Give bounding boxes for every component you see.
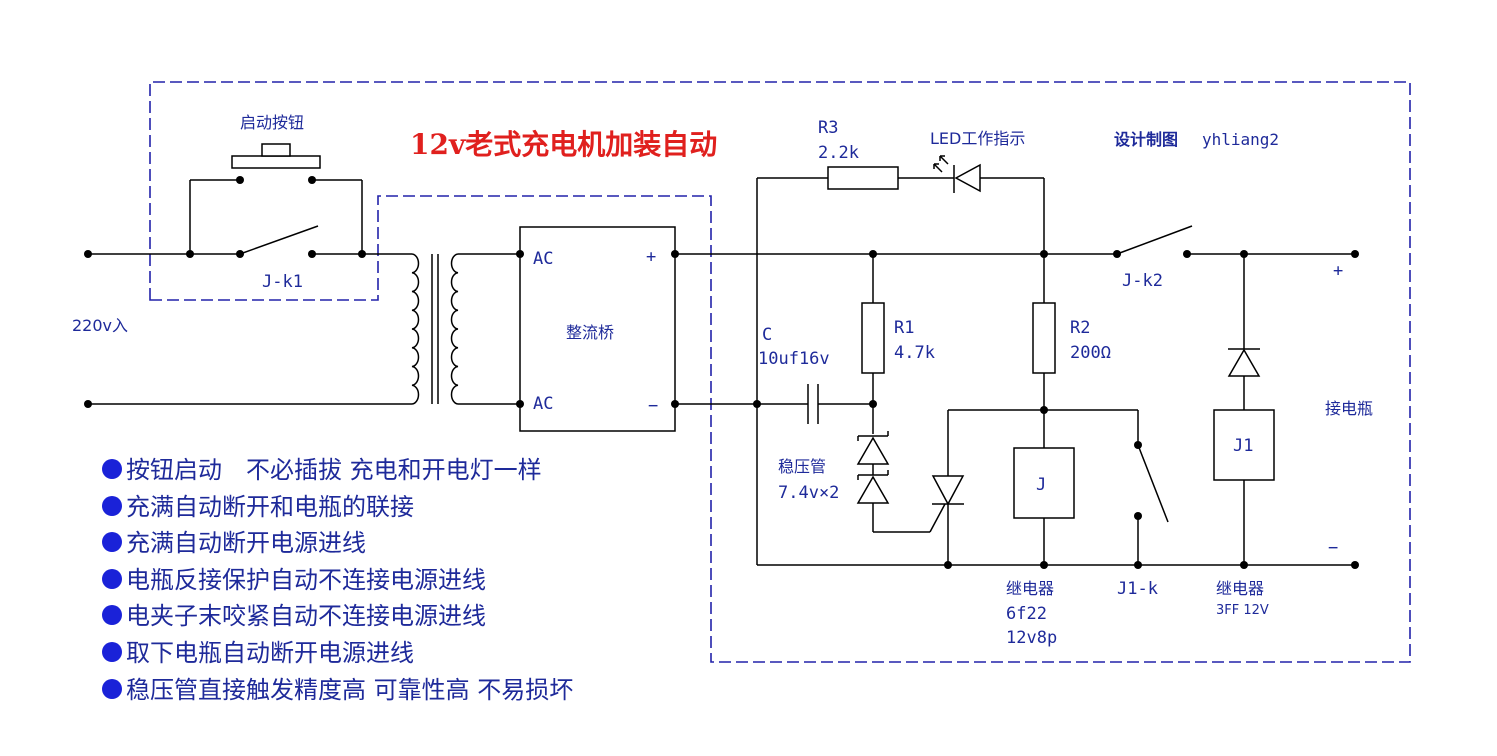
zener-value: 7.4v×2 [778,483,839,503]
input-nodes [84,176,366,408]
bridge-plus-label: + [646,247,656,267]
feature-item: 电瓶反接保护自动不连接电源进线 [102,566,486,594]
feature-item: 电夹子末咬紧自动不连接电源进线 [102,602,486,630]
input-wiring [88,179,412,405]
out-plus-label: + [1333,261,1343,281]
relay-j1-branch [1227,254,1261,565]
jk2-switch [1116,225,1193,255]
svg-text:充满自动断开和电瓶的联接: 充满自动断开和电瓶的联接 [126,493,414,521]
relay-j1-name: 继电器 [1216,579,1264,598]
transformer [411,253,520,405]
feature-item: 充满自动断开电源进线 [102,529,366,557]
relay-j-model: 6f22 [1006,604,1047,624]
relay-j1-label: J1 [1233,436,1253,456]
j1k-switch [1044,409,1169,565]
feature-item: 稳压管直接触发精度高 可靠性高 不易损坏 [102,676,573,704]
start-push-button [231,143,321,169]
svg-text:取下电瓶自动断开电源进线: 取下电瓶自动断开电源进线 [126,639,414,667]
jk2-label: J-k2 [1122,271,1163,291]
thyristor [931,409,1044,565]
c-name: C [762,325,772,345]
svg-text:电瓶反接保护自动不连接电源进线: 电瓶反接保护自动不连接电源进线 [126,566,486,594]
zener-diodes [856,431,946,533]
r1-name: R1 [894,318,914,338]
bridge-node [516,400,524,408]
start-button-label: 启动按钮 [240,113,304,132]
relay-j1-spec: 3FF 12V [1216,603,1269,618]
c-value: 10uf16v [758,349,830,369]
led-indicator [933,155,981,193]
main-rails [675,178,1355,566]
relay-j-spec: 12v8p [1006,628,1057,648]
led-label: LED工作指示 [930,129,1025,148]
relay-j-coil [1013,447,1075,519]
r3-led-branch [757,177,1045,303]
svg-text:稳压管直接触发精度高 可靠性高 不易损坏: 稳压管直接触发精度高 可靠性高 不易损坏 [126,676,573,704]
r2-name: R2 [1070,318,1090,338]
ac-bottom-label: AC [533,394,553,414]
bridge-minus-label: − [648,396,658,416]
zener-name: 稳压管 [778,457,826,476]
r1-value: 4.7k [894,343,935,363]
feature-item: 取下电瓶自动断开电源进线 [102,639,414,667]
relay-j1-coil [1213,409,1275,481]
ac-top-label: AC [533,249,553,269]
r3-value: 2.2k [818,143,859,163]
feature-item: 按钮启动 不必插拔 充电和开电灯一样 [102,456,542,484]
input-220v-label: 220v入 [72,316,128,335]
r3-resistor [827,166,899,190]
credit-author: yhliang2 [1202,130,1279,149]
battery-label: 接电瓶 [1325,399,1373,418]
bridge-label: 整流桥 [566,323,614,342]
r3-name: R3 [818,118,838,138]
input-section-border [149,81,1411,663]
bridge-node [516,250,524,258]
circuit-nodes [753,250,1359,569]
relay-j-name: 继电器 [1006,579,1054,598]
j1k-label: J1-k [1117,579,1158,599]
svg-text:按钮启动 不必插拔 充电和开电灯一样: 按钮启动 不必插拔 充电和开电灯一样 [126,456,542,484]
relay-j-label: J [1036,475,1046,495]
jk1-label: J-k1 [262,272,303,292]
bridge-rectifier [519,226,676,432]
feature-list: 按钮启动 不必插拔 充电和开电灯一样 充满自动断开和电瓶的联接 充满自动断开电源… [102,456,573,704]
diagram-title: 12v老式充电机加装自动 [410,128,717,161]
feature-item: 充满自动断开和电瓶的联接 [102,493,414,521]
r2-resistor [1032,302,1056,374]
credit-label: 设计制图 [1114,130,1178,149]
r2-value: 200Ω [1070,343,1111,363]
out-minus-label: − [1328,538,1338,558]
capacitor-c [807,384,819,424]
r1-resistor [861,302,885,374]
svg-text:电夹子末咬紧自动不连接电源进线: 电夹子末咬紧自动不连接电源进线 [126,602,486,630]
svg-text:充满自动断开电源进线: 充满自动断开电源进线 [126,529,366,557]
jk1-switch [239,225,319,255]
